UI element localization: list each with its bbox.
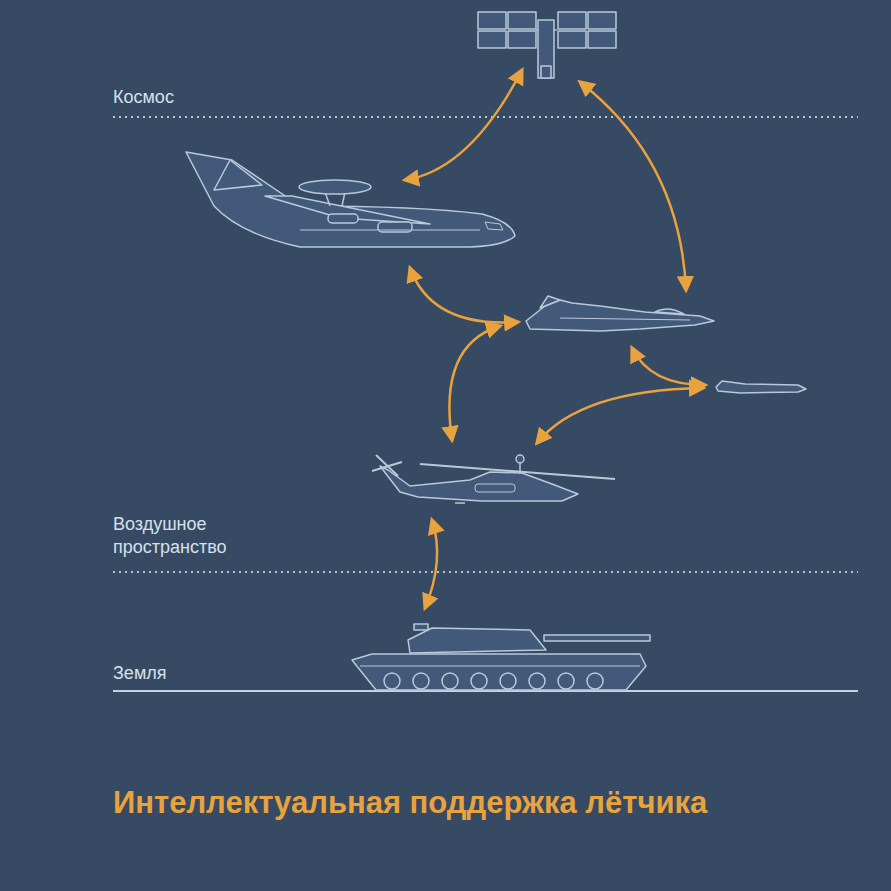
solar-cell: [588, 31, 616, 48]
solar-cell: [558, 12, 586, 29]
solar-cell: [588, 12, 616, 29]
road-wheel: [500, 673, 516, 689]
link-arrow: [449, 326, 500, 440]
link-arrow: [580, 82, 686, 290]
level-label: Космос: [113, 86, 313, 109]
fighter-jet: [526, 296, 714, 331]
road-wheel: [471, 673, 487, 689]
solar-cell: [508, 31, 536, 48]
level-label: Земля: [113, 662, 313, 685]
link-arrow: [632, 348, 705, 385]
tank: [352, 624, 650, 690]
helicopter: [372, 455, 615, 503]
road-wheel: [384, 673, 400, 689]
road-wheel: [442, 673, 458, 689]
air-line: [113, 571, 858, 573]
level-label: Воздушное пространство: [113, 513, 283, 560]
road-wheel: [558, 673, 574, 689]
awacs-aircraft: [186, 152, 515, 247]
road-wheel: [529, 673, 545, 689]
arrows: [405, 70, 705, 608]
solar-cell: [558, 31, 586, 48]
link-arrow: [405, 70, 522, 180]
road-wheel: [587, 673, 603, 689]
solar-cell: [478, 12, 506, 29]
solar-cell: [478, 31, 506, 48]
drone: [716, 381, 806, 393]
link-arrow: [425, 520, 437, 608]
link-arrow: [410, 268, 518, 323]
space-line: [113, 116, 858, 118]
solar-cell: [508, 12, 536, 29]
title: Интеллектуальная поддержка лётчика: [113, 784, 713, 823]
link-arrow: [537, 388, 703, 443]
satellite: [478, 12, 616, 78]
road-wheel: [413, 673, 429, 689]
